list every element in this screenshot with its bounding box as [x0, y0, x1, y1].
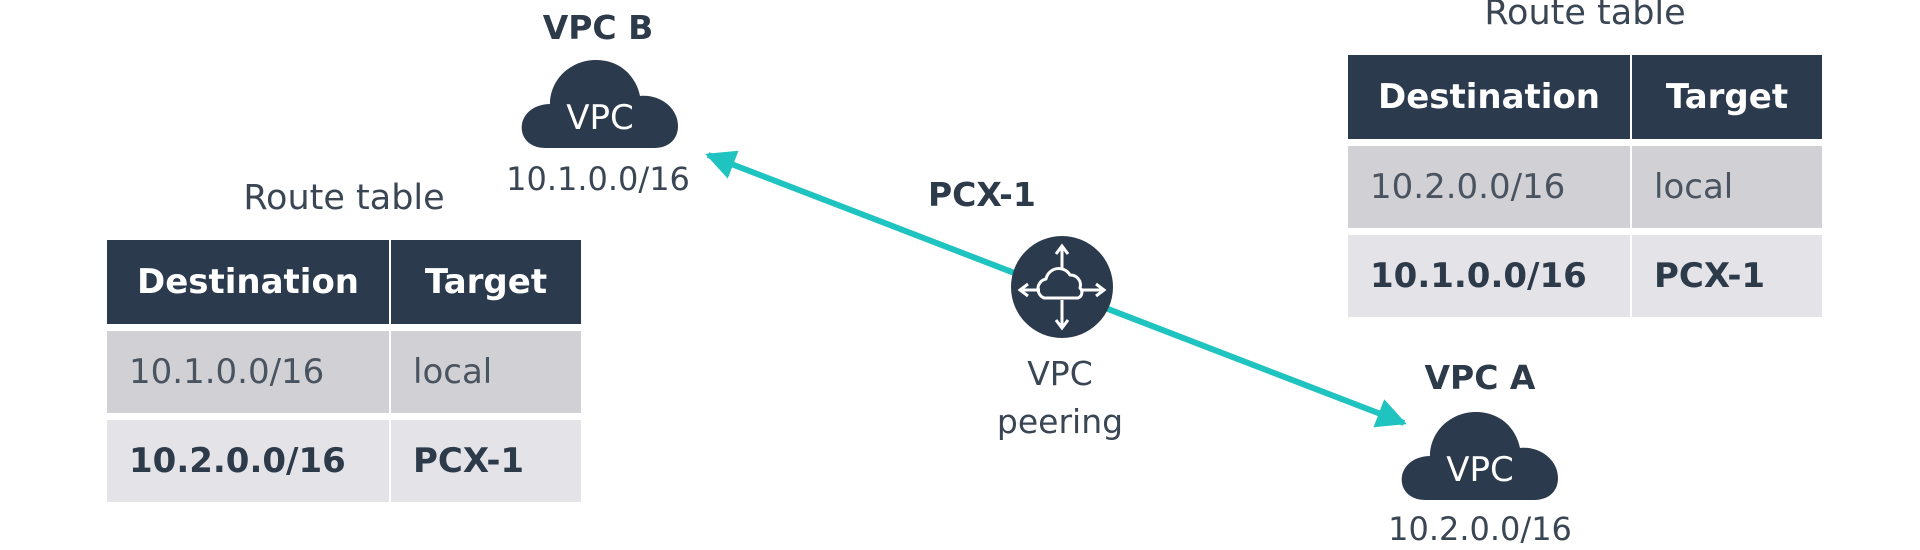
route-table-b-header-target: Target [391, 240, 581, 331]
peering-label-line1: VPC [1027, 354, 1093, 393]
route-table-b-caption: Route table [243, 178, 445, 218]
peering-title: PCX-1 [928, 175, 1036, 214]
vpc-b-cloud-label: VPC [566, 98, 634, 138]
vpc-b-cidr: 10.1.0.0/16 [506, 160, 690, 198]
route-table-a-caption: Route table [1484, 0, 1686, 33]
route-table-b-header-destination: Destination [107, 240, 391, 331]
route-table-a-target: local [1632, 146, 1822, 235]
vpc-a-cloud-icon: VPC [1400, 408, 1560, 500]
table-row: 10.2.0.0/16 local [1348, 146, 1822, 235]
vpc-b-cloud-icon: VPC [520, 56, 680, 148]
vpc-a-title: VPC A [1424, 358, 1536, 397]
peering-router-icon [1011, 236, 1113, 338]
route-table-b: Destination Target 10.1.0.0/16 local 10.… [107, 240, 581, 502]
route-table-a-header: Destination Target [1348, 55, 1822, 146]
route-table-a-header-target: Target [1632, 55, 1822, 146]
route-table-a-header-destination: Destination [1348, 55, 1632, 146]
peering-label: VPC peering [960, 350, 1160, 446]
route-table-a-target: PCX-1 [1632, 235, 1822, 317]
table-row: 10.1.0.0/16 PCX-1 [1348, 235, 1822, 317]
vpc-a-cloud-label: VPC [1446, 450, 1514, 490]
route-table-a-destination: 10.2.0.0/16 [1348, 146, 1632, 235]
vpc-b-title: VPC B [542, 8, 654, 47]
route-table-a: Destination Target 10.2.0.0/16 local 10.… [1348, 55, 1822, 317]
route-table-b-destination: 10.1.0.0/16 [107, 331, 391, 420]
table-row: 10.2.0.0/16 PCX-1 [107, 420, 581, 502]
peering-label-line2: peering [996, 402, 1124, 441]
route-table-b-target: local [391, 331, 581, 420]
table-row: 10.1.0.0/16 local [107, 331, 581, 420]
route-table-b-destination: 10.2.0.0/16 [107, 420, 391, 502]
vpc-a-cidr: 10.2.0.0/16 [1388, 510, 1572, 548]
route-table-a-destination: 10.1.0.0/16 [1348, 235, 1632, 317]
route-table-b-header: Destination Target [107, 240, 581, 331]
route-table-b-target: PCX-1 [391, 420, 581, 502]
